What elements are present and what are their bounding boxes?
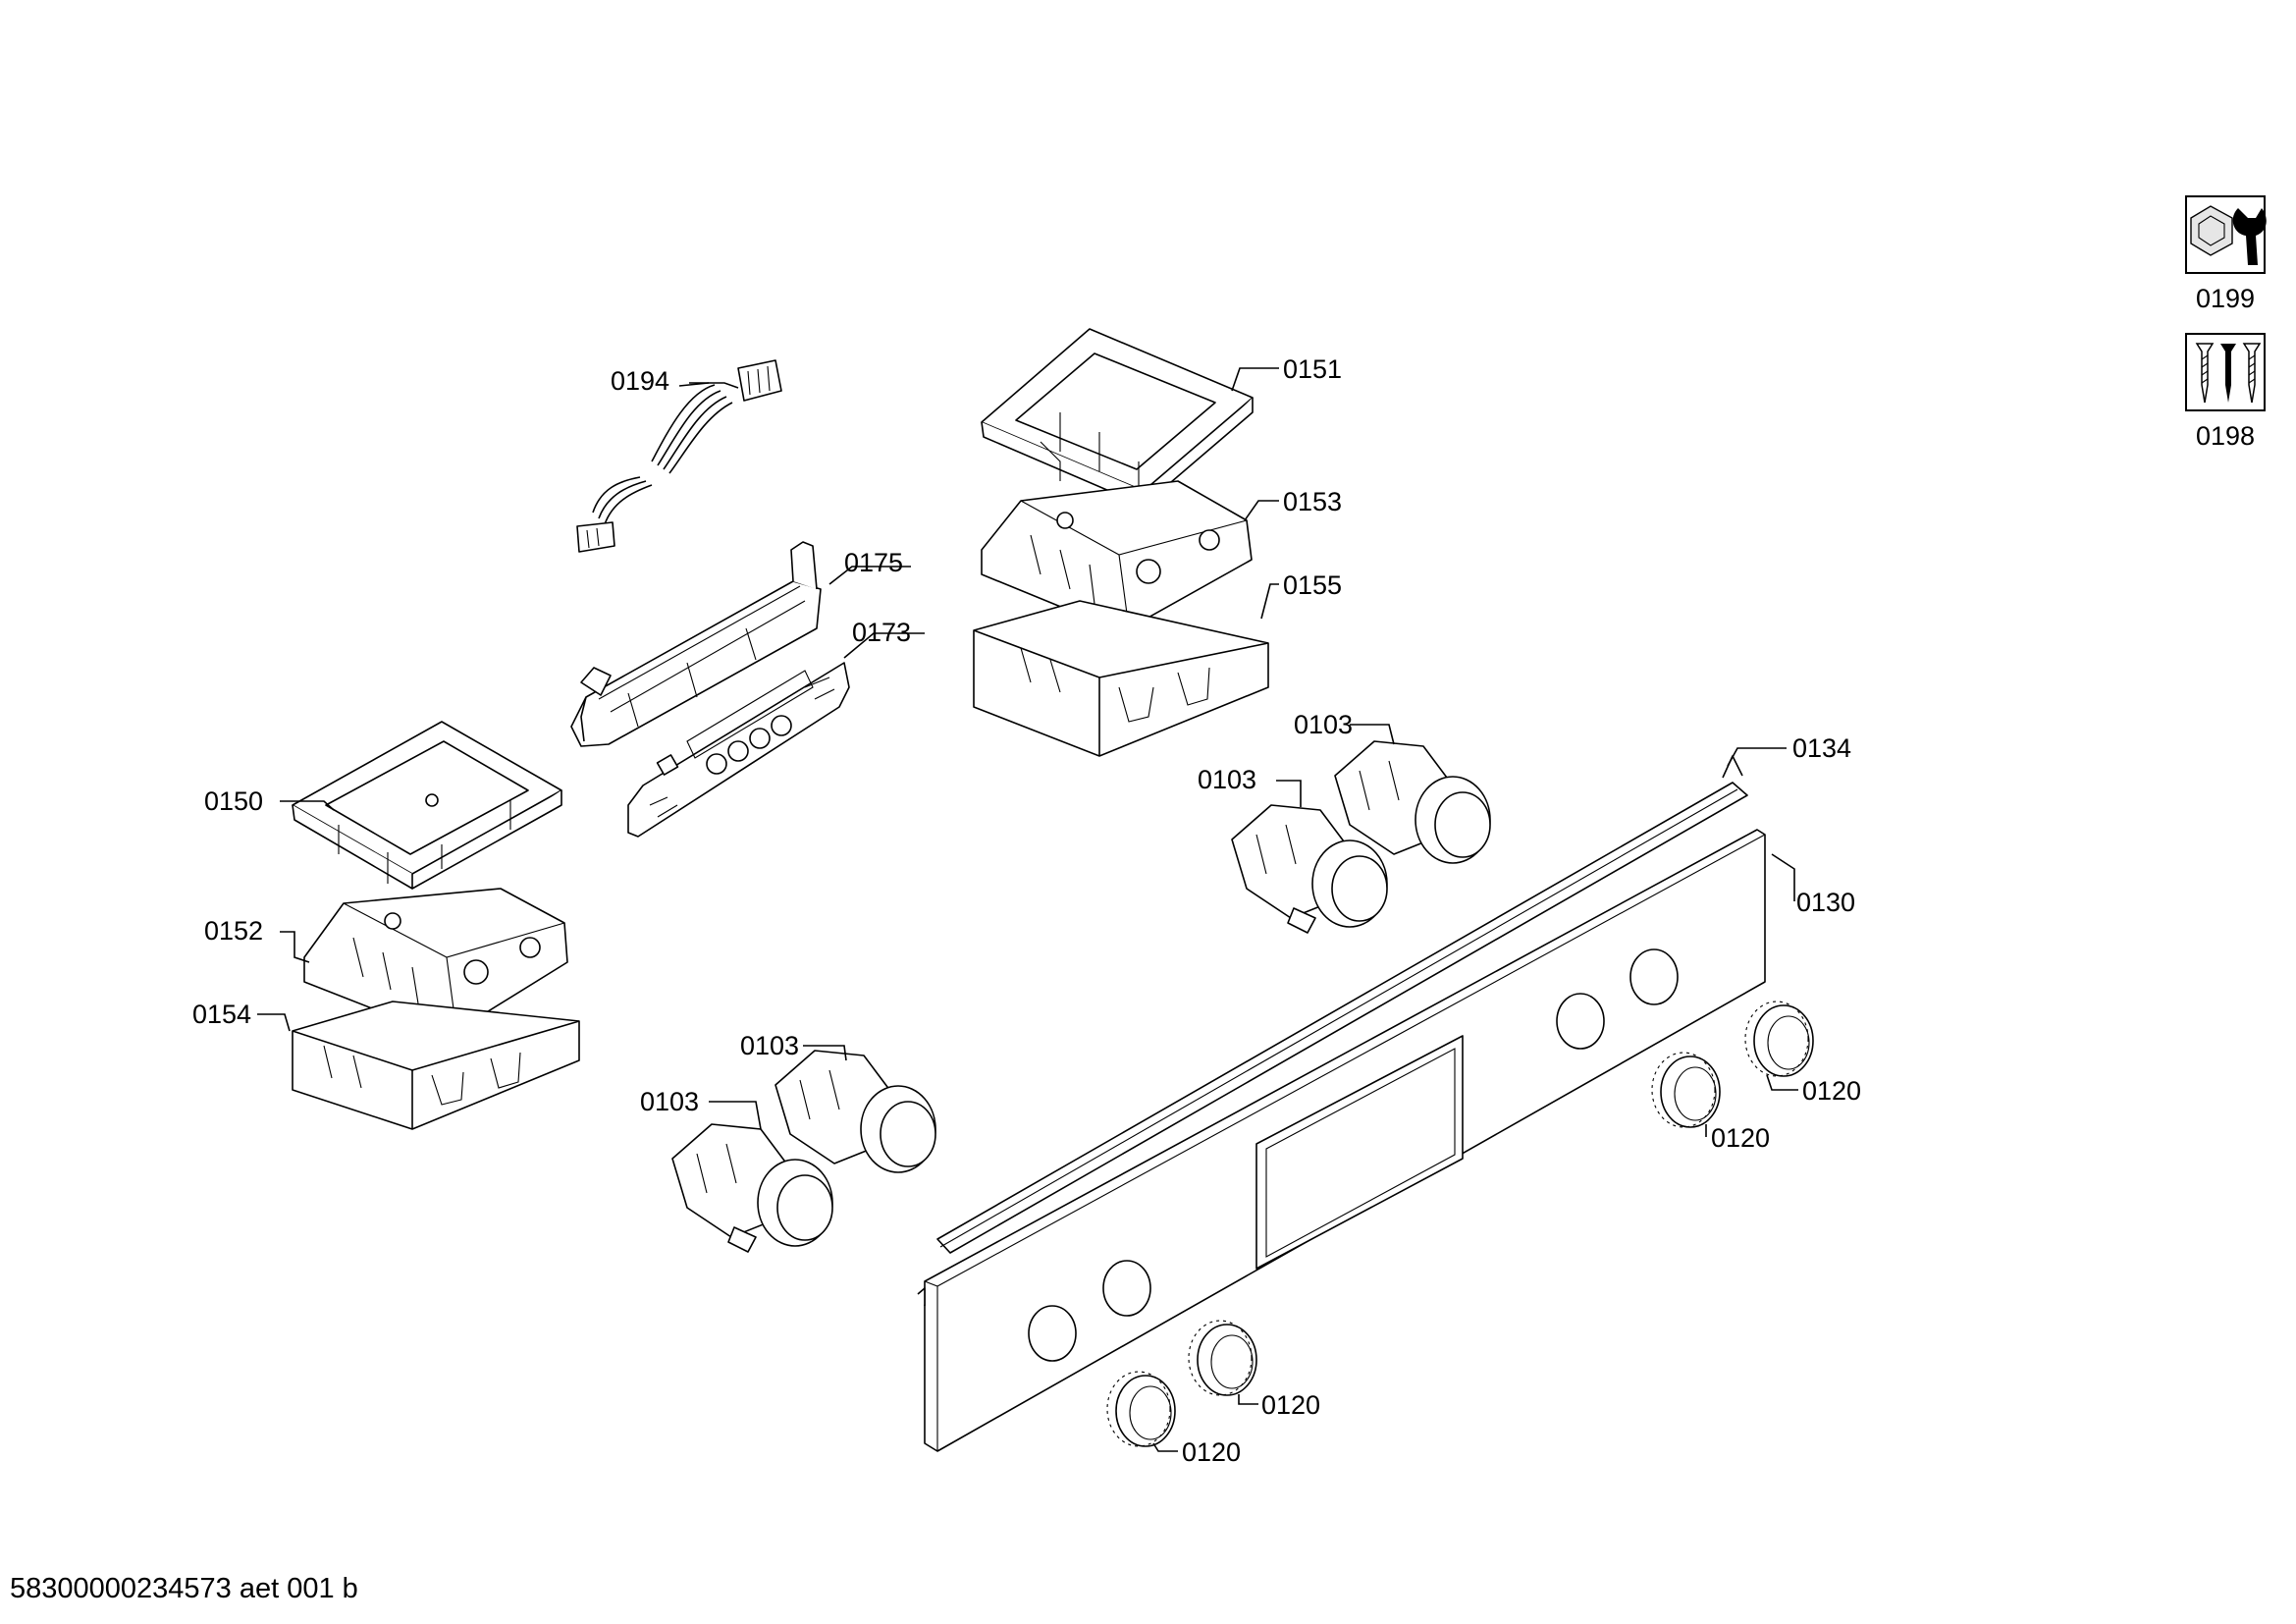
part-0153-switch-block xyxy=(981,480,1253,629)
leader-lines xyxy=(257,367,1798,1452)
part-0120-ring-b xyxy=(1651,1052,1721,1128)
label-0152: 0152 xyxy=(204,916,263,946)
part-0194-wire-harness xyxy=(576,359,782,553)
label-0103-right-upper: 0103 xyxy=(1294,710,1353,739)
part-0152-switch-block xyxy=(303,888,568,1032)
label-0199: 0199 xyxy=(2196,284,2255,313)
part-0173-circuit-board xyxy=(627,662,850,838)
label-0198: 0198 xyxy=(2196,421,2255,451)
label-0120-b: 0120 xyxy=(1711,1123,1770,1153)
part-0103-knob-right-upper xyxy=(1334,740,1491,864)
label-0120-a: 0120 xyxy=(1802,1076,1861,1106)
label-0175: 0175 xyxy=(844,548,903,577)
part-0154-housing xyxy=(292,1001,580,1130)
label-0134: 0134 xyxy=(1792,733,1851,763)
part-number-labels: 0194 0175 0173 0151 0153 0155 0150 0152 … xyxy=(192,354,1861,1467)
label-0103-left-upper: 0103 xyxy=(740,1031,799,1060)
drawing-reference-number: 58300000234573 aet 001 b xyxy=(10,1573,358,1604)
part-0134-trim-strip xyxy=(936,755,1748,1254)
label-0103-right-lower: 0103 xyxy=(1198,765,1256,794)
part-0120-ring-a xyxy=(1744,1001,1814,1077)
part-0103-knob-left-lower xyxy=(671,1123,833,1253)
label-0151: 0151 xyxy=(1283,354,1342,384)
part-0103-knob-right-lower xyxy=(1231,804,1388,934)
part-0151-frame-cover xyxy=(981,328,1254,507)
part-0120-ring-c xyxy=(1188,1320,1257,1396)
part-0130-control-panel xyxy=(917,829,1766,1452)
part-0150-frame-cover xyxy=(292,721,562,890)
screws-icon xyxy=(2195,343,2262,404)
part-0175-bracket xyxy=(570,541,822,747)
label-0130: 0130 xyxy=(1796,888,1855,917)
part-0155-housing xyxy=(973,600,1269,757)
part-0103-knob-left-upper xyxy=(774,1050,936,1173)
accessory-0199: 0199 xyxy=(2185,195,2267,313)
accessory-0198: 0198 xyxy=(2185,333,2266,451)
label-0173: 0173 xyxy=(852,618,911,647)
label-0194: 0194 xyxy=(611,366,669,396)
label-0155: 0155 xyxy=(1283,570,1342,600)
label-0153: 0153 xyxy=(1283,487,1342,516)
label-0120-d: 0120 xyxy=(1182,1437,1241,1467)
part-0120-ring-d xyxy=(1106,1371,1176,1447)
label-0154: 0154 xyxy=(192,1000,251,1029)
label-0120-c: 0120 xyxy=(1261,1390,1320,1420)
label-0150: 0150 xyxy=(204,786,263,816)
label-0103-left-lower: 0103 xyxy=(640,1087,699,1116)
tool-wrench-icon xyxy=(2190,205,2267,265)
